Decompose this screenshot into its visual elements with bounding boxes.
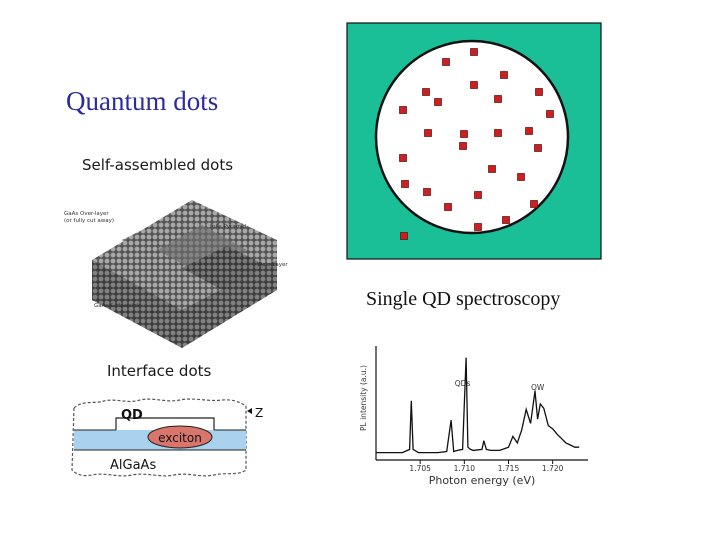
pyramid-label: InAs Pyramid <box>210 224 246 230</box>
exciton-label: exciton <box>158 431 202 445</box>
interface-dots-heading: Interface dots <box>107 362 212 380</box>
quantum-dot <box>459 142 467 150</box>
cap-layer-note: (or fully cut away) <box>64 218 114 224</box>
wetting-layer-label: Wets Layer <box>257 262 288 268</box>
quantum-dot <box>530 200 538 208</box>
quantum-dot <box>470 81 478 89</box>
quantum-dot <box>399 154 407 162</box>
cap-layer-label: GaAs Over-layer <box>64 211 109 217</box>
slide-title: Quantum dots <box>66 86 219 116</box>
x-tick-label: 1.715 <box>498 464 520 473</box>
exciton-ellipse <box>147 425 213 449</box>
quantum-dot <box>401 180 409 188</box>
quantum-dot <box>400 232 408 240</box>
x-tick-label: 1.705 <box>409 464 431 473</box>
z-axis-label: Z <box>255 406 263 420</box>
quantum-dot <box>535 88 543 96</box>
quantum-dot <box>434 98 442 106</box>
quantum-dot <box>474 223 482 231</box>
spectrum-series-line <box>376 357 580 454</box>
quantum-dot <box>494 95 502 103</box>
x-ticks-group: 1.705 1.710 1.715 1.720 <box>409 460 564 473</box>
quantum-dot <box>424 129 432 137</box>
qd-disk <box>374 39 570 235</box>
quantum-dot <box>423 188 431 196</box>
x-tick-label: 1.710 <box>454 464 476 473</box>
z-arrow-icon <box>247 408 252 414</box>
qds-peak-label: QDs <box>455 379 471 388</box>
barrier-label: AlGaAs <box>110 458 156 473</box>
x-tick-label: 1.720 <box>542 464 564 473</box>
quantum-dot <box>399 106 407 114</box>
qd-label: QD <box>121 408 143 423</box>
self-assembled-dots-figure: GaAs Over-layer (or fully cut away) InAs… <box>64 200 288 348</box>
quantum-dot <box>470 48 478 56</box>
quantum-dot <box>444 203 452 211</box>
qw-peak-label: QW <box>531 383 545 392</box>
substrate-label: GaAs & Heatsink <box>94 303 141 309</box>
quantum-dot <box>494 129 502 137</box>
quantum-dot <box>517 173 525 181</box>
quantum-dot <box>422 88 430 96</box>
quantum-dot <box>500 71 508 79</box>
interface-dots-figure: QD exciton Z AlGaAs <box>71 398 263 477</box>
self-assembled-heading: Self-assembled dots <box>82 156 234 174</box>
quantum-dot <box>488 165 496 173</box>
quantum-dot <box>460 130 468 138</box>
x-axis-label: Photon energy (eV) <box>429 474 536 487</box>
quantum-dot <box>525 127 533 135</box>
qd-dots-group <box>399 48 554 240</box>
y-axis-label: PL intensity (a.u.) <box>359 365 368 431</box>
quantum-dots-schematic <box>346 22 602 260</box>
crystal-block <box>92 200 277 348</box>
spectroscopy-caption: Single QD spectroscopy <box>366 288 561 310</box>
quantum-dot <box>474 191 482 199</box>
quantum-dot <box>546 110 554 118</box>
quantum-dot <box>502 216 510 224</box>
quantum-dot <box>534 144 542 152</box>
pl-spectrum-chart: PL intensity (a.u.) Photon energy (eV) 1… <box>359 346 588 487</box>
quantum-dot <box>442 58 450 66</box>
